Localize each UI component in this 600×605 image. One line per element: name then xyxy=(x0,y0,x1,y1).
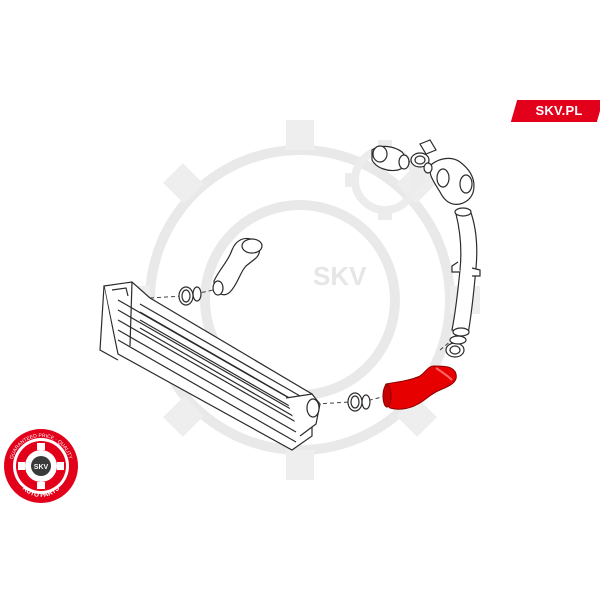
charge-air-hose-highlighted xyxy=(382,365,457,410)
watermark-text: SKV xyxy=(313,261,367,291)
hose-clamps xyxy=(178,286,467,412)
intake-connector xyxy=(371,145,410,172)
throttle-housing xyxy=(410,139,475,205)
brand-label: SKV.PL xyxy=(535,103,583,118)
upper-charge-pipe xyxy=(212,237,263,296)
vertical-charge-pipe xyxy=(451,207,481,337)
auto-parts-seal: SKV GUARANTEED PRICE · QUALITY AUTO PART… xyxy=(4,429,78,503)
intercooler xyxy=(99,281,321,451)
seal-center-text: SKV xyxy=(34,464,49,471)
